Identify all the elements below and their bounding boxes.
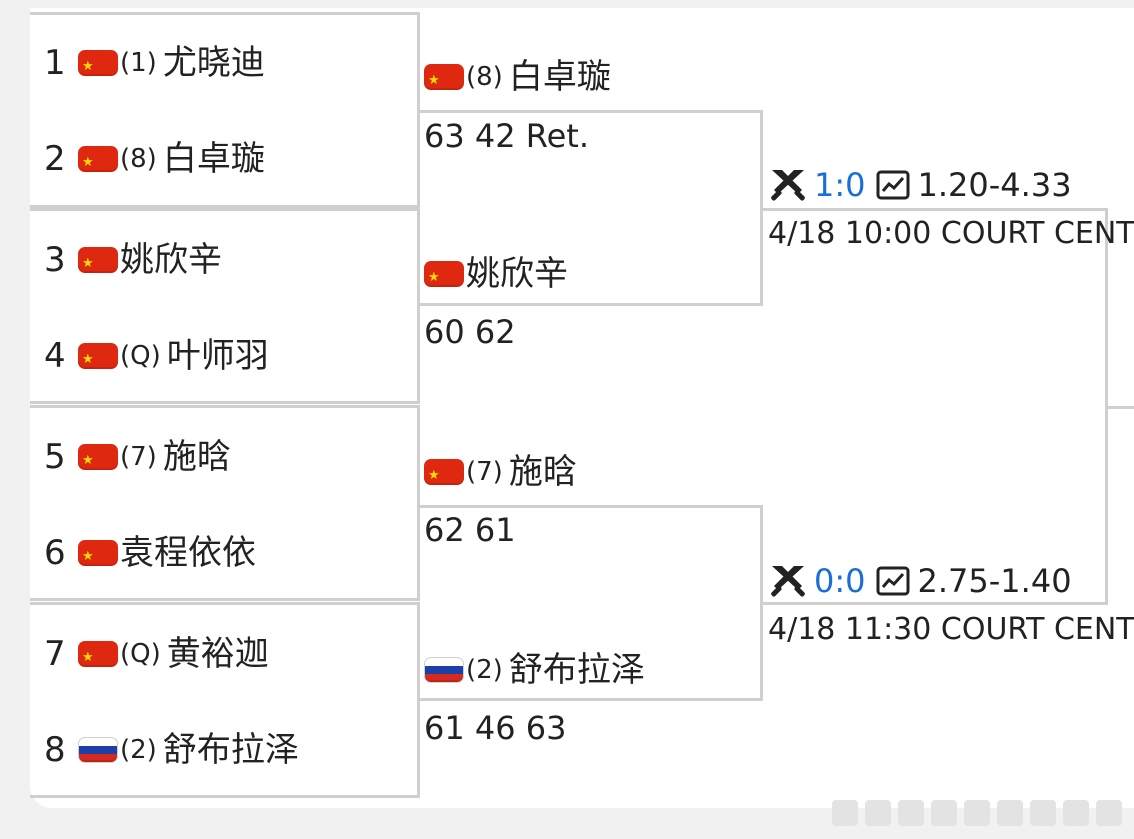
seed: (Q) [120, 639, 161, 669]
chart-line-icon[interactable] [876, 566, 910, 596]
divider [30, 602, 417, 605]
draw-number: 8 [44, 730, 66, 770]
draw-number: 4 [44, 336, 66, 376]
player-name[interactable]: 白卓璇 [162, 139, 265, 179]
r1-match-1[interactable] [30, 12, 420, 208]
player-row[interactable]: 3 姚欣辛 [44, 240, 222, 284]
china-flag-icon [78, 638, 118, 678]
seed: (7) [466, 457, 503, 487]
match-score: 63 42 Ret. [424, 117, 589, 155]
china-flag-icon [78, 143, 118, 183]
match-schedule: 4/18 11:30 COURT CENT [768, 612, 1134, 647]
russia-flag-icon [78, 737, 118, 763]
draw-number: 7 [44, 634, 66, 674]
crossed-swords-icon[interactable] [768, 167, 808, 203]
semifinal-match[interactable] [763, 208, 1108, 605]
china-flag-icon [78, 441, 118, 481]
draw-number: 2 [44, 139, 66, 179]
player-name[interactable]: 施晗 [508, 452, 577, 492]
player-row[interactable]: 5 (7) 施晗 [44, 437, 231, 481]
chart-line-icon[interactable] [876, 170, 910, 200]
crossed-swords-icon[interactable] [768, 563, 808, 599]
player-name[interactable]: 施晗 [162, 437, 231, 477]
divider [30, 405, 417, 408]
player-name[interactable]: 黄裕迦 [166, 634, 269, 674]
seed: (2) [120, 735, 157, 765]
horizontal-scrollbar[interactable] [832, 800, 1134, 830]
player-name[interactable]: 袁程依依 [120, 533, 256, 573]
player-row[interactable]: 6 袁程依依 [44, 533, 256, 577]
r2-match-2[interactable] [420, 505, 763, 701]
player-name[interactable]: 舒布拉泽 [162, 730, 299, 770]
china-flag-icon [424, 456, 464, 496]
odds[interactable]: 1.20-4.33 [917, 166, 1072, 204]
winner-row[interactable]: (2) 舒布拉泽 [424, 650, 645, 690]
player-row[interactable]: 7 (Q) 黄裕迦 [44, 634, 269, 678]
player-row[interactable]: 1 (1) 尤晓迪 [44, 43, 265, 87]
china-flag-icon [424, 258, 464, 298]
china-flag-icon [78, 340, 118, 380]
seed: (7) [120, 442, 157, 472]
r2-match-1[interactable] [420, 110, 763, 306]
winner-row[interactable]: (7) 施晗 [424, 452, 577, 496]
russia-flag-icon [424, 657, 464, 683]
match-stats[interactable]: 0:0 2.75-1.40 [768, 561, 1072, 601]
winner-row[interactable]: 姚欣辛 [424, 254, 568, 298]
head-to-head[interactable]: 1:0 [814, 166, 866, 204]
bracket-connector [1106, 406, 1134, 409]
r1-match-3[interactable] [30, 405, 420, 601]
player-name[interactable]: 尤晓迪 [162, 43, 265, 83]
winner-row[interactable]: (8) 白卓璇 [424, 57, 611, 101]
player-name[interactable]: 叶师羽 [166, 336, 269, 376]
player-name[interactable]: 舒布拉泽 [508, 650, 645, 690]
player-row[interactable]: 2 (8) 白卓璇 [44, 139, 265, 183]
player-name[interactable]: 姚欣辛 [120, 240, 222, 280]
seed: (8) [466, 62, 503, 92]
draw-number: 1 [44, 43, 66, 83]
divider [30, 12, 417, 15]
china-flag-icon [78, 537, 118, 577]
match-score: 61 46 63 [424, 709, 567, 747]
head-to-head[interactable]: 0:0 [814, 562, 866, 600]
divider [30, 208, 417, 211]
player-row[interactable]: 8 (2) 舒布拉泽 [44, 730, 299, 770]
seed: (2) [466, 655, 503, 685]
match-stats[interactable]: 1:0 1.20-4.33 [768, 165, 1072, 205]
seed: (8) [120, 144, 157, 174]
draw-bracket [30, 8, 1134, 808]
r1-match-4[interactable] [30, 602, 420, 798]
draw-number: 5 [44, 437, 66, 477]
player-row[interactable]: 4 (Q) 叶师羽 [44, 336, 269, 380]
seed: (1) [120, 48, 157, 78]
draw-number: 6 [44, 533, 66, 573]
r1-match-2[interactable] [30, 208, 420, 404]
seed: (Q) [120, 341, 161, 371]
draw-number: 3 [44, 240, 66, 280]
match-score: 60 62 [424, 313, 516, 351]
china-flag-icon [78, 244, 118, 284]
match-score: 62 61 [424, 511, 516, 549]
player-name[interactable]: 白卓璇 [508, 57, 611, 97]
match-schedule: 4/18 10:00 COURT CENT [768, 216, 1134, 251]
china-flag-icon [78, 47, 118, 87]
player-name[interactable]: 姚欣辛 [466, 254, 568, 294]
china-flag-icon [424, 61, 464, 101]
odds[interactable]: 2.75-1.40 [917, 562, 1072, 600]
